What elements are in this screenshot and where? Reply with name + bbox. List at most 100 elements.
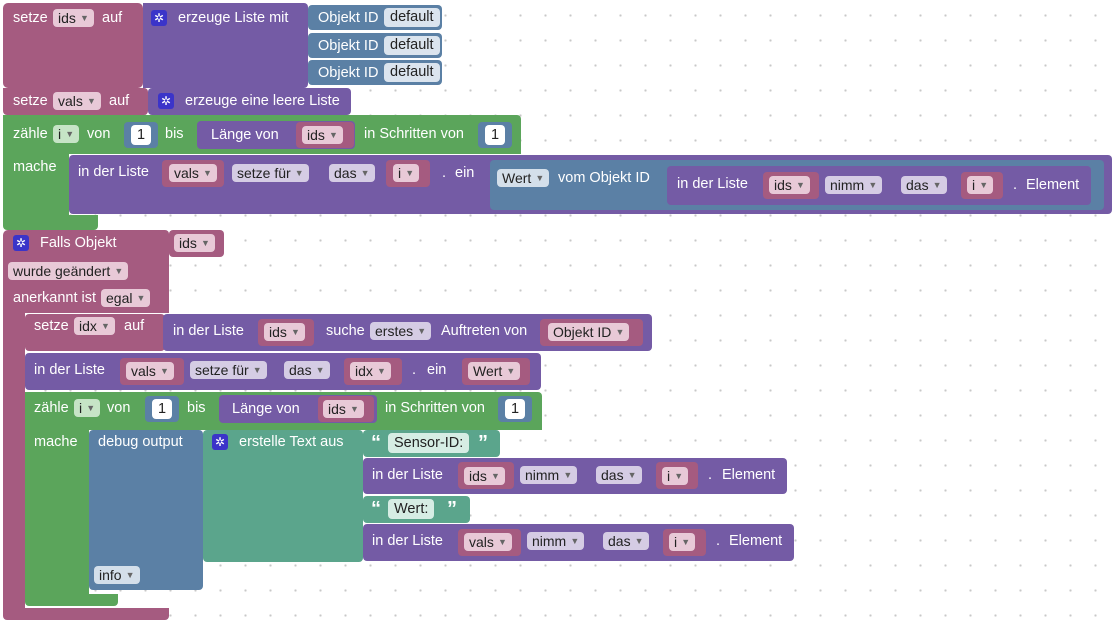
where-dropdown[interactable]: das▼ — [603, 532, 649, 550]
trigger-bottom — [3, 608, 169, 620]
set-label: setze — [13, 10, 48, 26]
find-label: suche — [326, 323, 365, 339]
steps-label: in Schritten von — [364, 126, 464, 142]
in-list-label: in der Liste — [173, 323, 244, 339]
var-dropdown[interactable]: i▼ — [393, 164, 420, 182]
find-mode-dropdown[interactable]: erstes▼ — [370, 322, 432, 340]
ack-dropdown[interactable]: egal▼ — [101, 289, 151, 307]
set-label: setze — [13, 93, 48, 109]
count-label: zähle — [34, 400, 69, 416]
dot-label: . — [708, 467, 713, 483]
to-label: bis — [187, 400, 206, 416]
object-id-field[interactable]: default — [384, 63, 440, 82]
loop-var-dropdown[interactable]: i▼ — [74, 399, 101, 417]
var-dropdown[interactable]: Objekt ID▼ — [548, 323, 630, 341]
in-list-label: in der Liste — [677, 176, 748, 192]
var-dropdown[interactable]: ids▼ — [174, 234, 215, 252]
change-mode-dropdown[interactable]: wurde geändert▼ — [8, 262, 129, 280]
loop-bottom — [3, 215, 98, 230]
var-dropdown[interactable]: vals▼ — [464, 533, 512, 551]
gear-icon[interactable]: ✲ — [158, 93, 174, 109]
var-dropdown[interactable]: i▼ — [669, 533, 696, 551]
var-dropdown[interactable]: vals▼ — [169, 164, 217, 182]
var-dropdown[interactable]: idx▼ — [74, 317, 115, 335]
var-dropdown[interactable]: idx▼ — [350, 362, 391, 380]
dot-label: . — [442, 165, 447, 181]
in-list-label: in der Liste — [372, 467, 443, 483]
to-label: auf — [124, 318, 145, 334]
length-label: Länge von — [211, 127, 279, 143]
from-label: von — [87, 126, 111, 142]
mode-dropdown[interactable]: setze für▼ — [232, 164, 309, 182]
from-object-label: vom Objekt ID — [558, 170, 650, 186]
object-id-label: Objekt ID — [318, 38, 379, 54]
ack-label: anerkannt ist — [13, 290, 97, 306]
to-label: auf — [102, 10, 123, 26]
create-list-label: erzeuge Liste mit — [178, 10, 289, 26]
var-dropdown[interactable]: vals▼ — [126, 362, 174, 380]
get-dropdown[interactable]: nimm▼ — [527, 532, 585, 550]
empty-list-label: erzeuge eine leere Liste — [185, 93, 340, 109]
element-label: Element — [722, 467, 776, 483]
gear-icon[interactable]: ✲ — [13, 235, 29, 251]
where-dropdown[interactable]: das▼ — [284, 361, 330, 379]
step-field[interactable]: 1 — [485, 125, 506, 145]
create-list-block[interactable] — [143, 3, 308, 88]
do-label: mache — [34, 434, 78, 450]
var-dropdown[interactable]: Wert▼ — [468, 362, 521, 380]
var-dropdown[interactable]: ids▼ — [53, 9, 94, 27]
close-quote-icon: ” — [447, 498, 457, 520]
in-list-label: in der Liste — [372, 533, 443, 549]
var-dropdown[interactable]: ids▼ — [323, 400, 364, 418]
log-level-dropdown[interactable]: info▼ — [94, 566, 140, 584]
var-dropdown[interactable]: ids▼ — [769, 176, 810, 194]
list-set-block[interactable] — [25, 353, 541, 390]
element-label: Element — [729, 533, 783, 549]
gear-icon[interactable]: ✲ — [212, 434, 228, 450]
var-dropdown[interactable]: ids▼ — [464, 467, 505, 485]
get-dropdown[interactable]: nimm▼ — [825, 176, 883, 194]
loop-var-dropdown[interactable]: i▼ — [53, 125, 80, 143]
var-dropdown[interactable]: vals▼ — [53, 92, 101, 110]
do-label: mache — [13, 159, 57, 175]
in-list-label: in der Liste — [78, 164, 149, 180]
step-field[interactable]: 1 — [505, 399, 526, 419]
text-join-block[interactable] — [203, 430, 363, 562]
dot-label: . — [716, 533, 721, 549]
mode-dropdown[interactable]: setze für▼ — [190, 361, 267, 379]
get-dropdown[interactable]: nimm▼ — [520, 466, 578, 484]
from-field[interactable]: 1 — [152, 399, 173, 419]
where-dropdown[interactable]: das▼ — [901, 176, 947, 194]
var-dropdown[interactable]: i▼ — [662, 467, 689, 485]
as-label: ein — [427, 362, 447, 378]
text-field[interactable]: Sensor-ID: — [388, 433, 470, 453]
var-dropdown[interactable]: ids▼ — [302, 126, 343, 144]
debug-label: debug output — [98, 434, 183, 450]
where-dropdown[interactable]: das▼ — [596, 466, 642, 484]
gear-icon[interactable]: ✲ — [151, 10, 167, 26]
open-quote-icon: “ — [371, 432, 381, 454]
var-dropdown[interactable]: i▼ — [967, 176, 994, 194]
loop-body-spine — [3, 154, 69, 215]
dot-label: . — [1013, 177, 1018, 193]
element-label: Element — [1026, 177, 1080, 193]
as-label: ein — [455, 165, 475, 181]
object-id-label: Objekt ID — [318, 10, 379, 26]
from-field[interactable]: 1 — [131, 125, 152, 145]
trigger-spine — [3, 313, 25, 610]
length-label: Länge von — [232, 401, 300, 417]
value-kind-dropdown[interactable]: Wert▼ — [497, 169, 550, 187]
var-dropdown[interactable]: ids▼ — [264, 323, 305, 341]
where-dropdown[interactable]: das▼ — [329, 164, 375, 182]
loop-bottom — [25, 594, 118, 606]
count-label: zähle — [13, 126, 48, 142]
text-field[interactable]: Wert: — [388, 499, 435, 519]
object-id-field[interactable]: default — [384, 36, 440, 55]
debug-output-block[interactable] — [89, 430, 203, 590]
set-label: setze — [34, 318, 69, 334]
dot-label: . — [412, 362, 417, 378]
object-id-label: Objekt ID — [318, 65, 379, 81]
empty-list-block[interactable] — [148, 88, 351, 115]
to-label: bis — [165, 126, 184, 142]
object-id-field[interactable]: default — [384, 8, 440, 27]
